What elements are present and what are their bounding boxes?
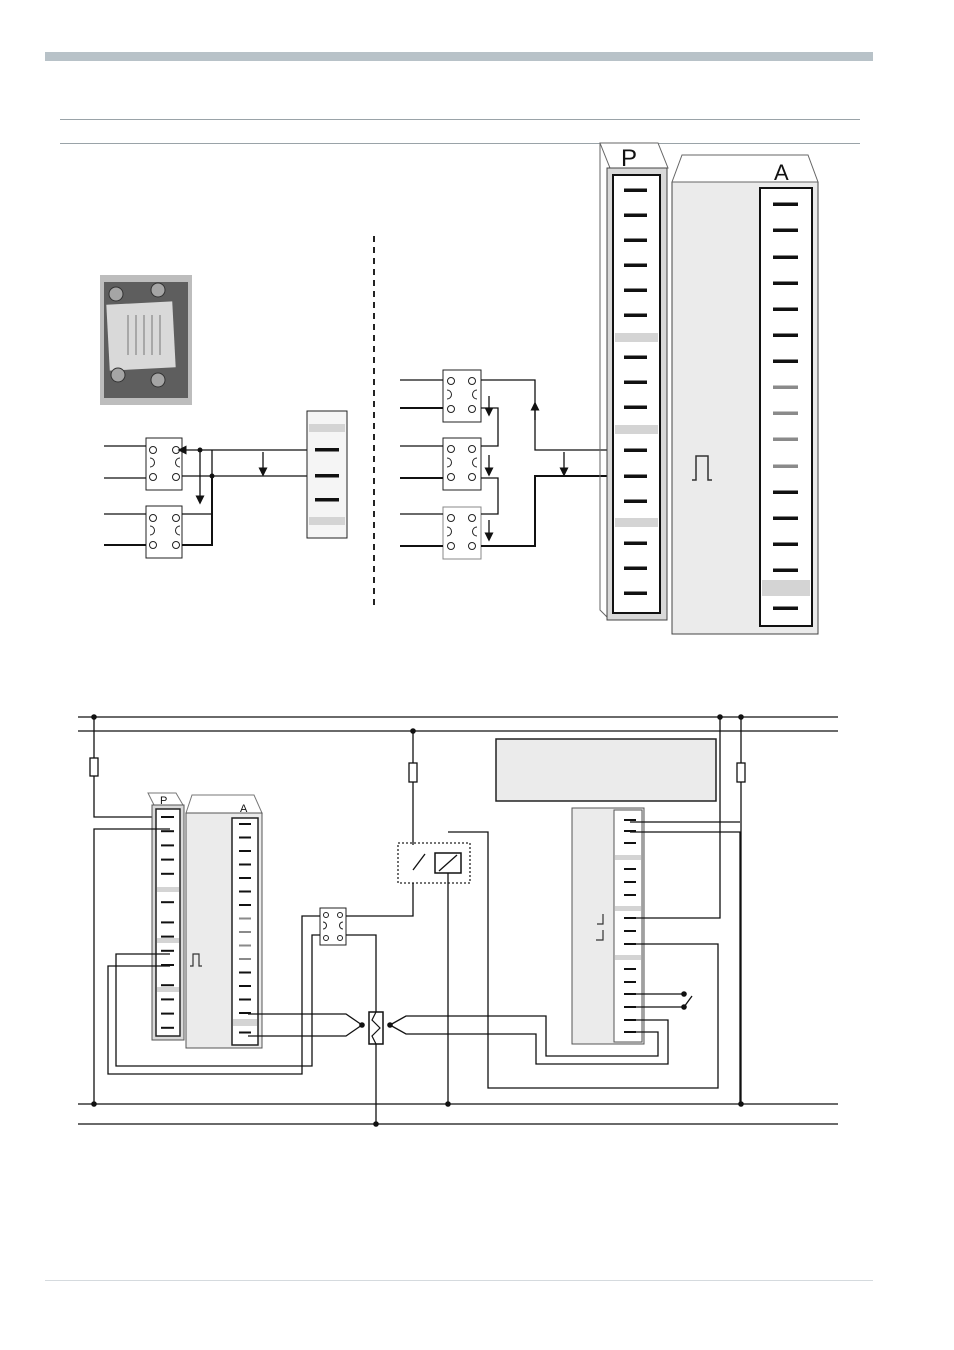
terminal-mark [239,999,251,1001]
terminal-mark [624,289,647,293]
terminal-separator [157,938,179,943]
terminal-mark [624,239,647,243]
ssr-block-left-upper [146,438,182,490]
terminal-mark [624,189,647,193]
terminal-separator [615,855,641,860]
panel-a-label: A [774,160,789,185]
terminal-separator [157,987,179,992]
terminal-mark [624,214,647,218]
terminal-mark [161,950,174,952]
ssr-block-mid-2 [443,438,481,490]
terminal-mark [161,984,174,986]
terminal-mark [161,830,174,832]
terminal-mark [239,918,251,920]
terminal-mark [239,850,251,852]
terminal-mark [161,921,174,923]
terminal-mark [239,837,251,839]
terminal-mark [239,877,251,879]
terminal-mark [161,844,174,846]
terminal-mark [239,972,251,974]
terminal-separator [233,1019,257,1026]
terminal-mark [773,282,798,286]
terminal-mark [624,842,636,844]
terminal-separator [615,333,658,342]
terminal-mark [624,968,636,970]
ssr-photo-icon [100,275,192,405]
ssr-block-mid-1 [443,370,481,422]
terminal-mark [624,475,647,479]
terminal-mark [239,891,251,893]
terminal-mark [624,314,647,318]
terminal-separator [157,887,179,892]
panel-p-label: P [621,145,637,172]
terminal-mark [624,868,636,870]
terminal-mark [161,936,174,938]
terminal-mark [773,334,798,338]
terminal-mark [624,819,636,821]
terminal-mark [624,930,636,932]
terminal-mark [239,823,251,825]
small-a-label: A [240,803,248,815]
terminal-mark [624,981,636,983]
terminal-mark [161,1013,174,1015]
terminal-mark [773,607,798,611]
terminal-mark [624,542,647,546]
mid-wiring [400,380,624,546]
controller-right [496,739,716,1044]
heater-element-icon [369,1012,383,1044]
terminal-mark [773,256,798,260]
terminal-mark [239,904,251,906]
terminal-separator [762,580,810,596]
terminal-mark [773,308,798,312]
terminal-mark [773,438,798,442]
terminal-mark [773,412,798,416]
terminal-mark [239,958,251,960]
ssr-block-mid-3 [443,507,481,559]
terminal-mark [624,356,647,360]
terminal-mark [624,500,647,504]
terminal-mark [239,931,251,933]
terminal-separator [615,518,658,527]
terminal-mark [773,360,798,364]
terminal-separator [615,425,658,434]
terminal-mark [239,945,251,947]
ssr-block-schematic [320,908,346,945]
terminal-mark [773,543,798,547]
terminal-mark [624,567,647,571]
small-p-label: P [160,795,167,807]
terminal-mark [773,517,798,521]
terminal-mark [624,894,636,896]
terminal-mark [773,491,798,495]
terminal-mark [161,873,174,875]
terminal-mark [773,465,798,469]
terminal-mark [773,203,798,207]
terminal-mark [161,998,174,1000]
terminal-mark [161,1027,174,1029]
terminal-mark [624,592,647,596]
terminal-separator [615,955,641,960]
terminal-mark [161,816,174,818]
terminal-mark [624,264,647,268]
terminal-mark [239,1032,251,1034]
terminal-mark [161,859,174,861]
terminal-strip-small [307,411,347,538]
terminal-mark [624,881,636,883]
terminal-mark [773,569,798,573]
terminal-mark [773,229,798,233]
ssr-block-left-lower [146,506,182,558]
terminal-mark [239,864,251,866]
terminal-mark [624,449,647,453]
terminal-mark [624,406,647,410]
relay-coil-icon [398,843,470,883]
terminal-mark [773,386,798,390]
terminal-mark [624,381,647,385]
terminal-separator [615,906,641,911]
terminal-mark [239,985,251,987]
left-wiring [104,446,310,545]
terminal-mark [161,901,174,903]
